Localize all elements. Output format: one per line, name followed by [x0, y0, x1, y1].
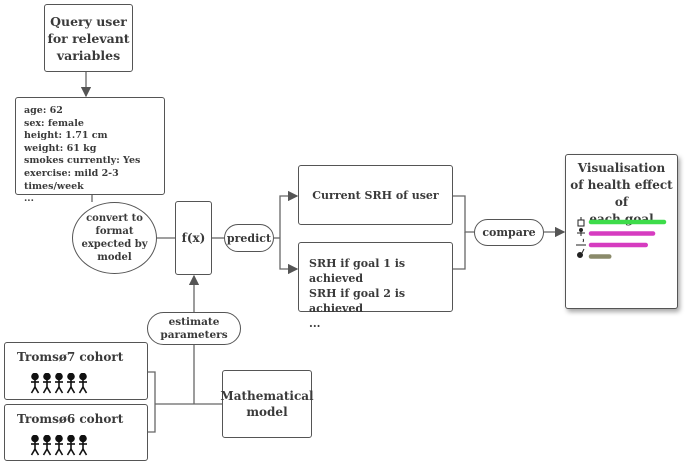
estimate-line-2: parameters — [160, 328, 228, 341]
var-sex: sex: female — [24, 117, 84, 129]
query-line-2: for relevant — [47, 30, 130, 46]
current-srh-box: Current SRH of user — [298, 165, 453, 225]
person-icon — [66, 435, 76, 456]
compare-label: compare — [482, 226, 536, 239]
person-icon — [42, 373, 52, 394]
line-current-to-compare — [453, 195, 474, 233]
var-smokes: smokes currently: Yes — [24, 155, 141, 167]
convert-line-3: expected by — [81, 239, 148, 250]
convert-node: convert to format expected by model — [72, 202, 157, 274]
tromso6-people-icon — [30, 435, 88, 456]
predict-node: predict — [224, 224, 274, 252]
vis-line-1: Visualisation — [577, 161, 666, 175]
tromso7-label: Tromsø7 cohort — [17, 350, 124, 364]
convert-line-2: format — [95, 226, 134, 237]
compare-node: compare — [474, 219, 544, 246]
fx-label: f(x) — [181, 231, 206, 245]
query-line-1: Query user — [50, 13, 127, 29]
exercise-icon — [577, 228, 585, 236]
estimate-node: estimate parameters — [147, 312, 241, 345]
srh-goal-2: SRH if goal 2 is achieved — [309, 287, 406, 315]
tromso6-box: Tromsø6 cohort — [4, 404, 148, 461]
line-tromso6 — [148, 404, 156, 433]
var-exercise: exercise: mild 2-3 times/week — [24, 167, 119, 192]
current-srh-label: Current SRH of user — [312, 188, 439, 202]
alcohol-icon — [577, 248, 585, 258]
estimate-line-1: estimate — [168, 315, 220, 328]
person-icon — [54, 373, 64, 394]
convert-line-1: convert to — [86, 213, 143, 224]
var-height: height: 1.71 cm — [24, 130, 108, 142]
mathematical-model-box: Mathematical model — [220, 370, 314, 438]
user-variables-box: age: 62 sex: female height: 1.71 cm weig… — [15, 97, 165, 204]
var-ellipsis: ... — [24, 193, 34, 205]
person-icon — [54, 435, 64, 456]
person-icon — [30, 435, 40, 456]
srh-goal-1: SRH if goal 1 is achieved — [309, 257, 406, 285]
arrow-predict-to-current — [279, 190, 299, 238]
arrow-predict-to-goals — [279, 238, 299, 275]
query-line-3: variables — [56, 47, 121, 63]
srh-goal-ellipsis: ... — [309, 317, 321, 330]
vis-bars — [576, 217, 667, 259]
fx-box: f(x) — [175, 201, 212, 275]
line-goals-to-compare — [453, 232, 466, 270]
visualisation-box: Visualisation of health effect of each g… — [565, 154, 678, 309]
person-icon — [42, 435, 52, 456]
tromso6-label: Tromsø6 cohort — [17, 412, 124, 426]
vis-line-2: of health effect of — [570, 178, 673, 209]
tromso7-people-icon — [30, 373, 88, 394]
convert-line-4: model — [97, 252, 132, 263]
var-weight: weight: 61 kg — [24, 142, 97, 154]
weight-icon — [577, 217, 585, 227]
predict-label: predict — [226, 231, 272, 245]
model-line-2: model — [246, 405, 288, 419]
query-user-box: Query user for relevant variables — [44, 4, 133, 72]
model-line-1: Mathematical — [220, 389, 314, 403]
tromso7-box: Tromsø7 cohort — [4, 342, 148, 400]
var-age: age: 62 — [24, 105, 63, 116]
person-icon — [66, 373, 76, 394]
line-tromso7 — [148, 371, 156, 404]
person-icon — [78, 373, 88, 394]
person-icon — [30, 373, 40, 394]
person-icon — [78, 435, 88, 456]
smoking-icon — [576, 238, 586, 246]
srh-goals-box: SRH if goal 1 is achieved SRH if goal 2 … — [298, 242, 453, 330]
